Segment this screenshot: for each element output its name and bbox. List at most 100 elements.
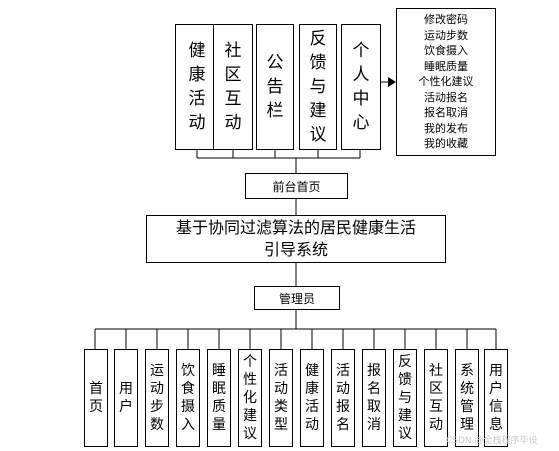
- module-char: 首: [89, 381, 103, 397]
- watermark: CSDN @全栈程序毕设: [446, 436, 538, 446]
- admin-module: 社区互动: [424, 349, 448, 447]
- module-char: 户: [119, 399, 133, 415]
- module-char: 互: [429, 399, 443, 415]
- admin-module: 运动步数: [145, 349, 169, 447]
- admin-module: 首页: [84, 349, 108, 447]
- module-char: 告: [266, 77, 284, 97]
- module-char: 康: [305, 381, 319, 397]
- module-char: 步: [150, 399, 164, 415]
- module-char: 区: [224, 65, 242, 85]
- module-char: 议: [398, 426, 412, 442]
- module-char: 公: [266, 53, 284, 73]
- module-char: 健: [188, 41, 206, 61]
- module-char: 型: [274, 417, 288, 433]
- personal-item: 睡眠质量: [424, 59, 468, 73]
- admin-module: 报名取消: [362, 349, 386, 447]
- module-char: 消: [367, 417, 381, 433]
- personal-item: 修改密码: [424, 13, 468, 27]
- module-char: 动: [224, 113, 242, 133]
- front-module-community: 社区互动: [213, 24, 253, 150]
- admin-module: 饮食摄入: [176, 349, 200, 447]
- module-char: 量: [212, 417, 226, 433]
- module-char: 类: [274, 399, 288, 415]
- module-char: 活: [188, 89, 206, 109]
- module-char: 活: [305, 399, 319, 415]
- module-char: 动: [305, 417, 319, 433]
- module-char: 信: [489, 399, 503, 415]
- module-char: 建: [398, 408, 412, 424]
- module-char: 馈: [398, 372, 412, 388]
- personal-item: 饮食摄入: [424, 44, 468, 58]
- arrow-head: [388, 77, 396, 87]
- admin-module: 用户信息: [484, 349, 508, 447]
- module-char: 页: [89, 399, 103, 415]
- admin-module: 个性化建议: [238, 349, 262, 447]
- module-char: 入: [181, 417, 195, 433]
- personal-item: 个性化建议: [418, 75, 474, 89]
- module-char: 与: [309, 77, 327, 97]
- module-char: 眠: [212, 381, 226, 397]
- module-char: 个: [243, 354, 257, 370]
- admin-module: 健康活动: [300, 349, 324, 447]
- module-char: 化: [243, 390, 257, 406]
- module-char: 动: [429, 417, 443, 433]
- module-char: 摄: [181, 399, 195, 415]
- front-module-feedback: 反馈与建议: [299, 24, 337, 150]
- personal-center-list: 修改密码 运动步数 饮食摄入 睡眠质量 个性化建议 活动报名 报名取消 我的发布…: [396, 8, 496, 156]
- admin-module: 活动报名: [331, 349, 355, 447]
- personal-item: 我的发布: [424, 121, 468, 135]
- module-char: 个: [352, 41, 370, 61]
- module-char: 议: [309, 125, 327, 145]
- module-char: 统: [460, 381, 474, 397]
- module-char: 息: [489, 417, 503, 433]
- module-char: 反: [398, 354, 412, 370]
- module-char: 动: [188, 113, 206, 133]
- module-char: 栏: [266, 101, 284, 121]
- system-title: 基于协同过滤算法的居民健康生活 引导系统: [146, 215, 446, 263]
- module-char: 建: [243, 408, 257, 424]
- module-char: 用: [489, 363, 503, 379]
- module-char: 动: [336, 381, 350, 397]
- module-char: 健: [305, 363, 319, 379]
- module-char: 心: [352, 113, 370, 133]
- admin-module: 反馈与建议: [393, 349, 417, 447]
- module-char: 用: [119, 381, 133, 397]
- module-char: 建: [309, 101, 327, 121]
- module-char: 运: [150, 363, 164, 379]
- system-title-line1: 基于协同过滤算法的居民健康生活: [175, 218, 416, 237]
- module-char: 社: [224, 41, 242, 61]
- admin-node: 管理员: [254, 286, 340, 310]
- module-char: 性: [243, 372, 257, 388]
- module-char: 活: [336, 363, 350, 379]
- module-char: 系: [460, 363, 474, 379]
- module-char: 中: [352, 89, 370, 109]
- module-char: 动: [274, 381, 288, 397]
- module-char: 管: [460, 399, 474, 415]
- module-char: 报: [336, 399, 350, 415]
- front-module-personal-center: 个人中心: [341, 24, 381, 150]
- module-char: 互: [224, 89, 242, 109]
- personal-item: 活动报名: [424, 90, 468, 104]
- module-char: 康: [188, 65, 206, 85]
- system-title-line2: 引导系统: [263, 240, 328, 259]
- module-char: 理: [460, 417, 474, 433]
- module-char: 质: [212, 399, 226, 415]
- admin-module: 睡眠质量: [207, 349, 231, 447]
- module-char: 饮: [181, 363, 195, 379]
- admin-module: 活动类型: [269, 349, 293, 447]
- module-char: 数: [150, 417, 164, 433]
- module-char: 社: [429, 363, 443, 379]
- module-char: 馈: [309, 53, 327, 73]
- personal-item: 报名取消: [424, 106, 468, 120]
- module-char: 食: [181, 381, 195, 397]
- admin-module: 用户: [114, 349, 138, 447]
- module-char: 活: [274, 363, 288, 379]
- module-char: 议: [243, 426, 257, 442]
- module-char: 报: [367, 363, 381, 379]
- admin-module: 系统管理: [455, 349, 479, 447]
- module-char: 名: [336, 417, 350, 433]
- module-char: 区: [429, 381, 443, 397]
- module-char: 与: [398, 390, 412, 406]
- module-char: 反: [309, 29, 327, 49]
